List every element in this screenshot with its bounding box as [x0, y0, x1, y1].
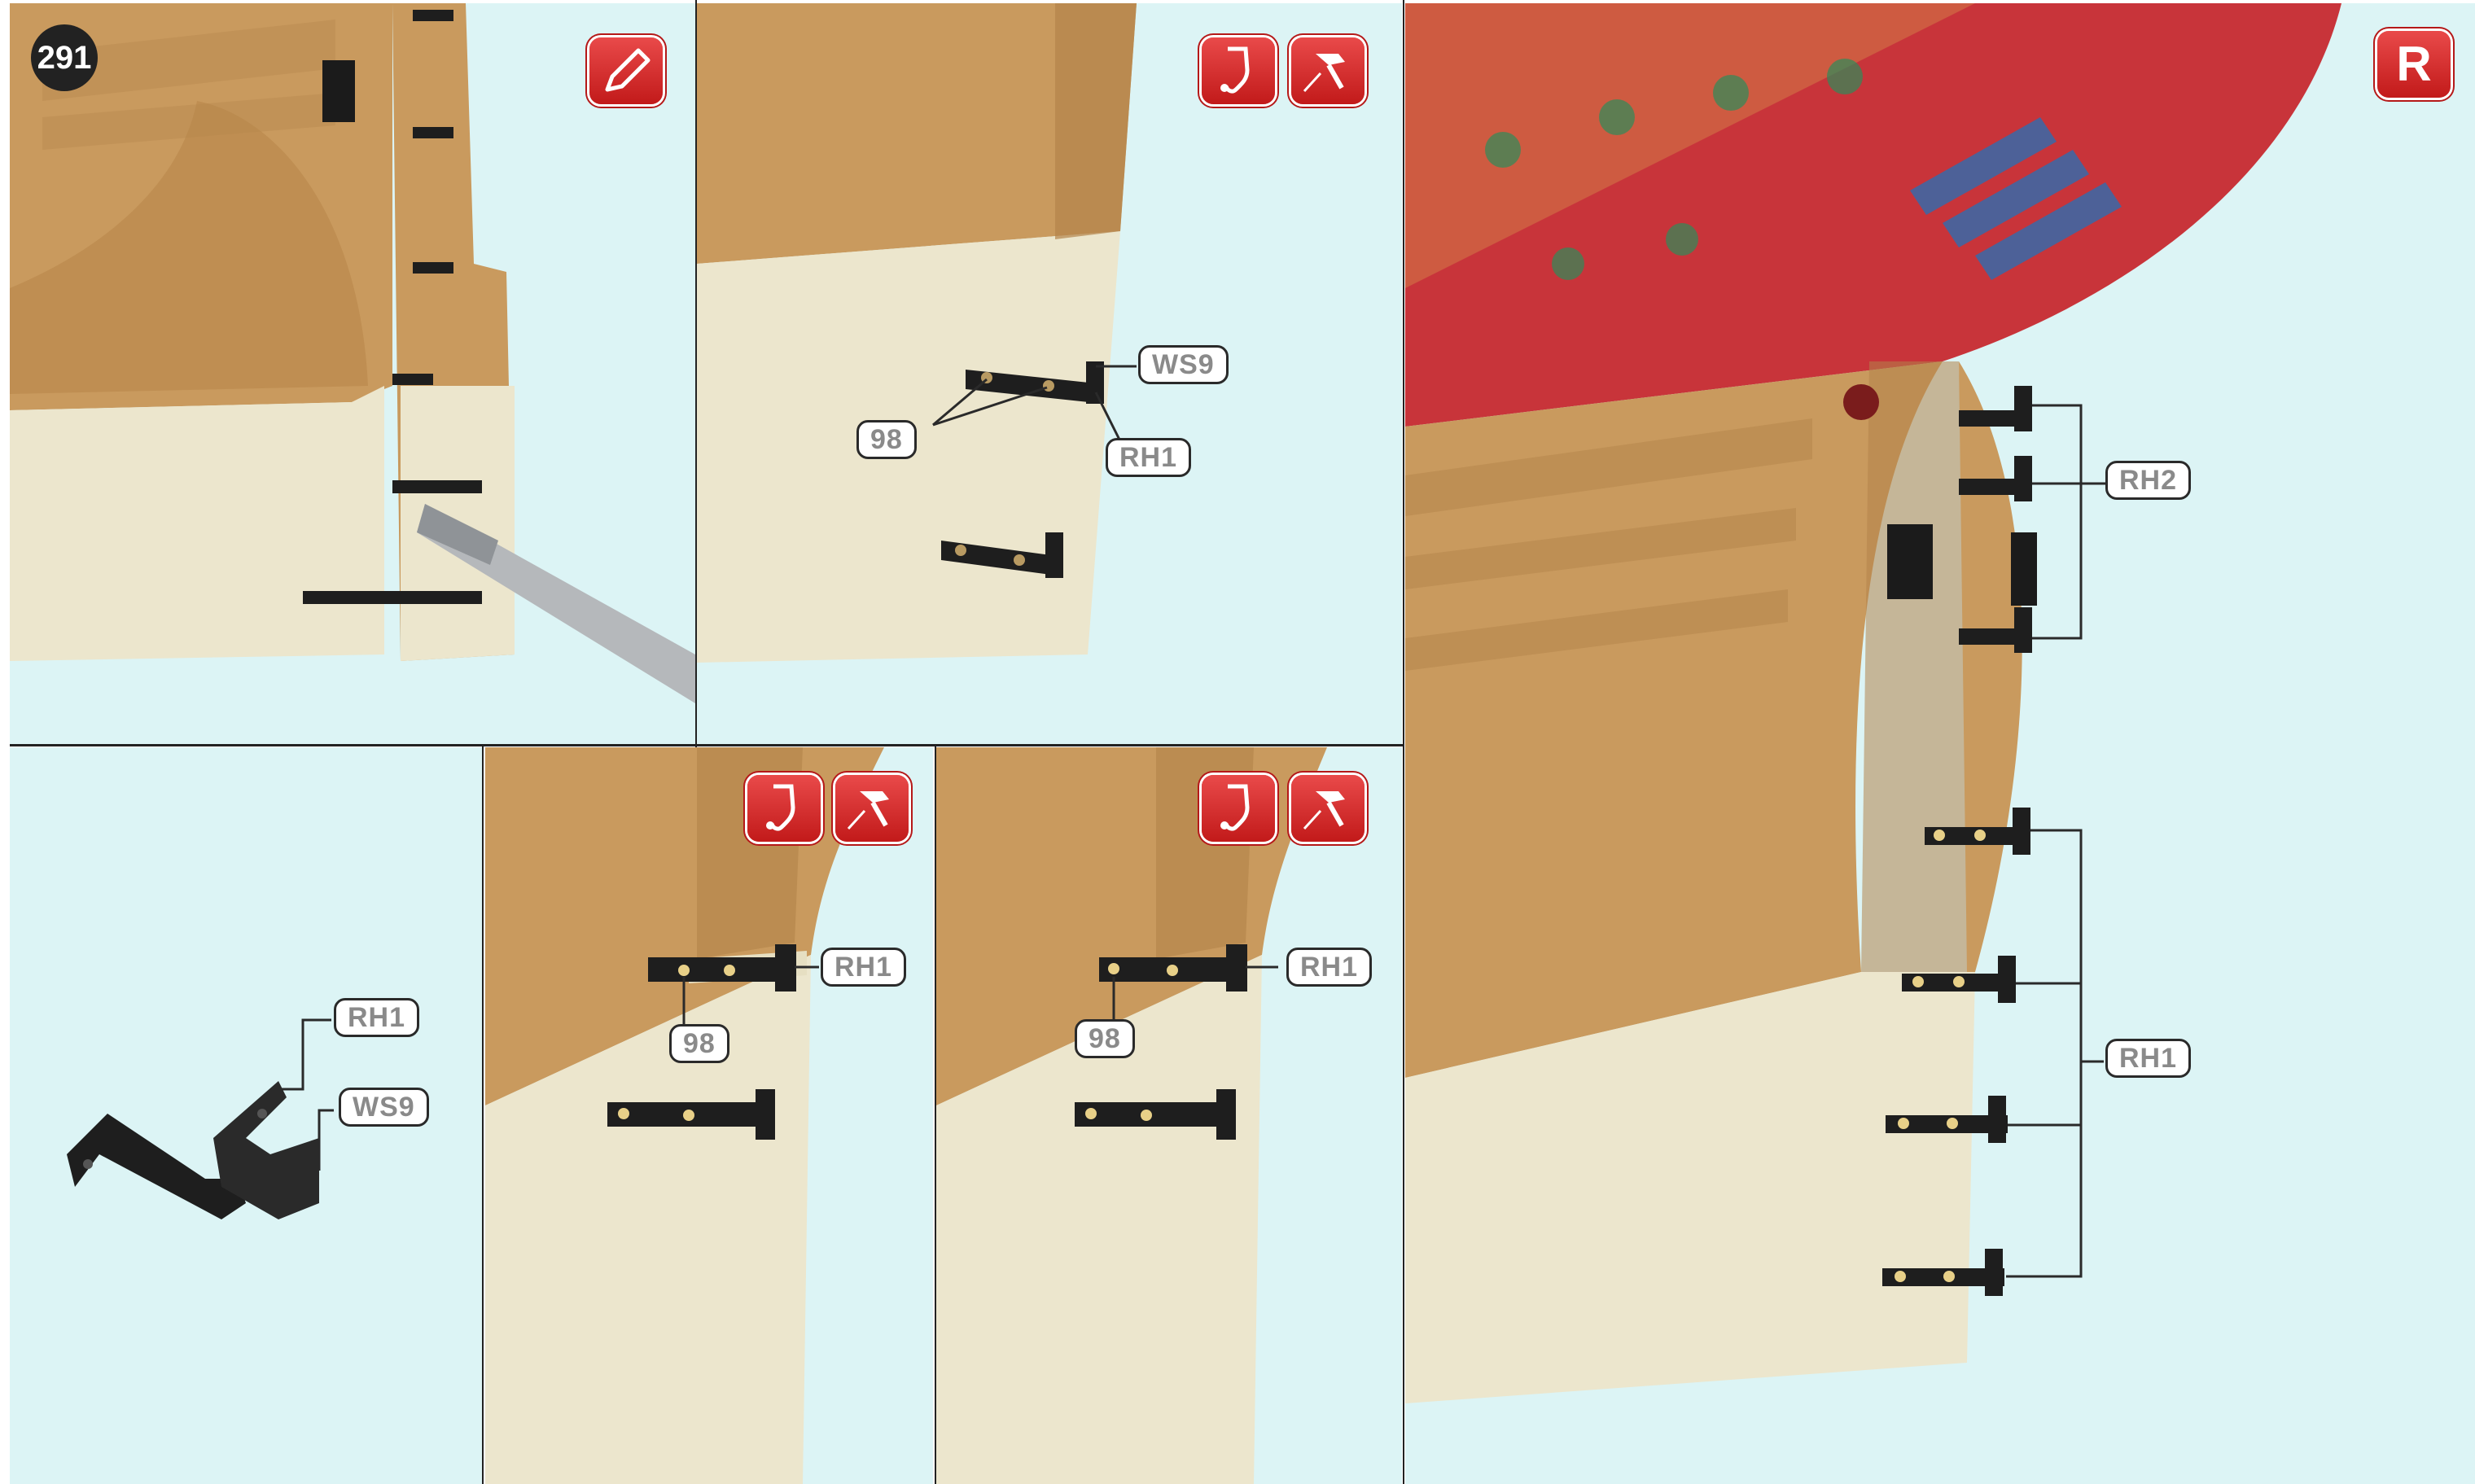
panel-marking: 291	[10, 3, 695, 744]
divider-vertical-mid	[482, 746, 484, 1484]
step-number-badge: 291	[31, 24, 98, 91]
hull-lower-hinge-illustration-a	[485, 747, 933, 1484]
side-badge: R	[2377, 31, 2451, 98]
hammer-icon	[1291, 775, 1365, 842]
pencil-icon	[589, 37, 663, 104]
panel-hinge-lower-b: RH1 98	[936, 747, 1402, 1484]
ship-stern-overview-illustration	[1405, 3, 2475, 1484]
divider-vertical-mid2	[935, 746, 936, 1484]
part-label-nail-98: 98	[1075, 1019, 1135, 1058]
divider-horizontal	[10, 744, 1404, 746]
part-label-rh1: RH1	[1106, 438, 1191, 477]
glue-icon	[1202, 775, 1275, 842]
divider-vertical-left	[695, 0, 697, 747]
panel-hinge-lower-a: RH1 98	[485, 747, 933, 1484]
hull-stern-marking-illustration	[10, 3, 695, 744]
glue-icon	[747, 775, 821, 842]
part-label-nail-98: 98	[856, 420, 917, 459]
glue-icon	[1202, 37, 1275, 104]
part-label-rh2: RH2	[2105, 461, 2191, 500]
hammer-icon	[1291, 37, 1365, 104]
divider-vertical-right	[1403, 0, 1404, 1484]
part-label-rh1: RH1	[1286, 948, 1372, 987]
panel-rudder-hinge-top: WS9 98 RH1	[697, 3, 1402, 744]
part-label-ws9: WS9	[1138, 345, 1229, 384]
part-label-ws9: WS9	[339, 1088, 429, 1127]
hull-lower-hinge-illustration-b	[936, 747, 1402, 1484]
hull-stern-hinge-illustration	[697, 3, 1402, 744]
part-label-nail-98: 98	[669, 1024, 729, 1063]
panel-hinge-part: RH1 WS9	[10, 747, 482, 1484]
hammer-icon	[835, 775, 909, 842]
part-label-rh1: RH1	[821, 948, 906, 987]
panel-stern-overview: R RH2 RH1	[1405, 3, 2475, 1484]
part-label-rh1: RH1	[334, 998, 419, 1037]
part-label-rh1: RH1	[2105, 1039, 2191, 1078]
